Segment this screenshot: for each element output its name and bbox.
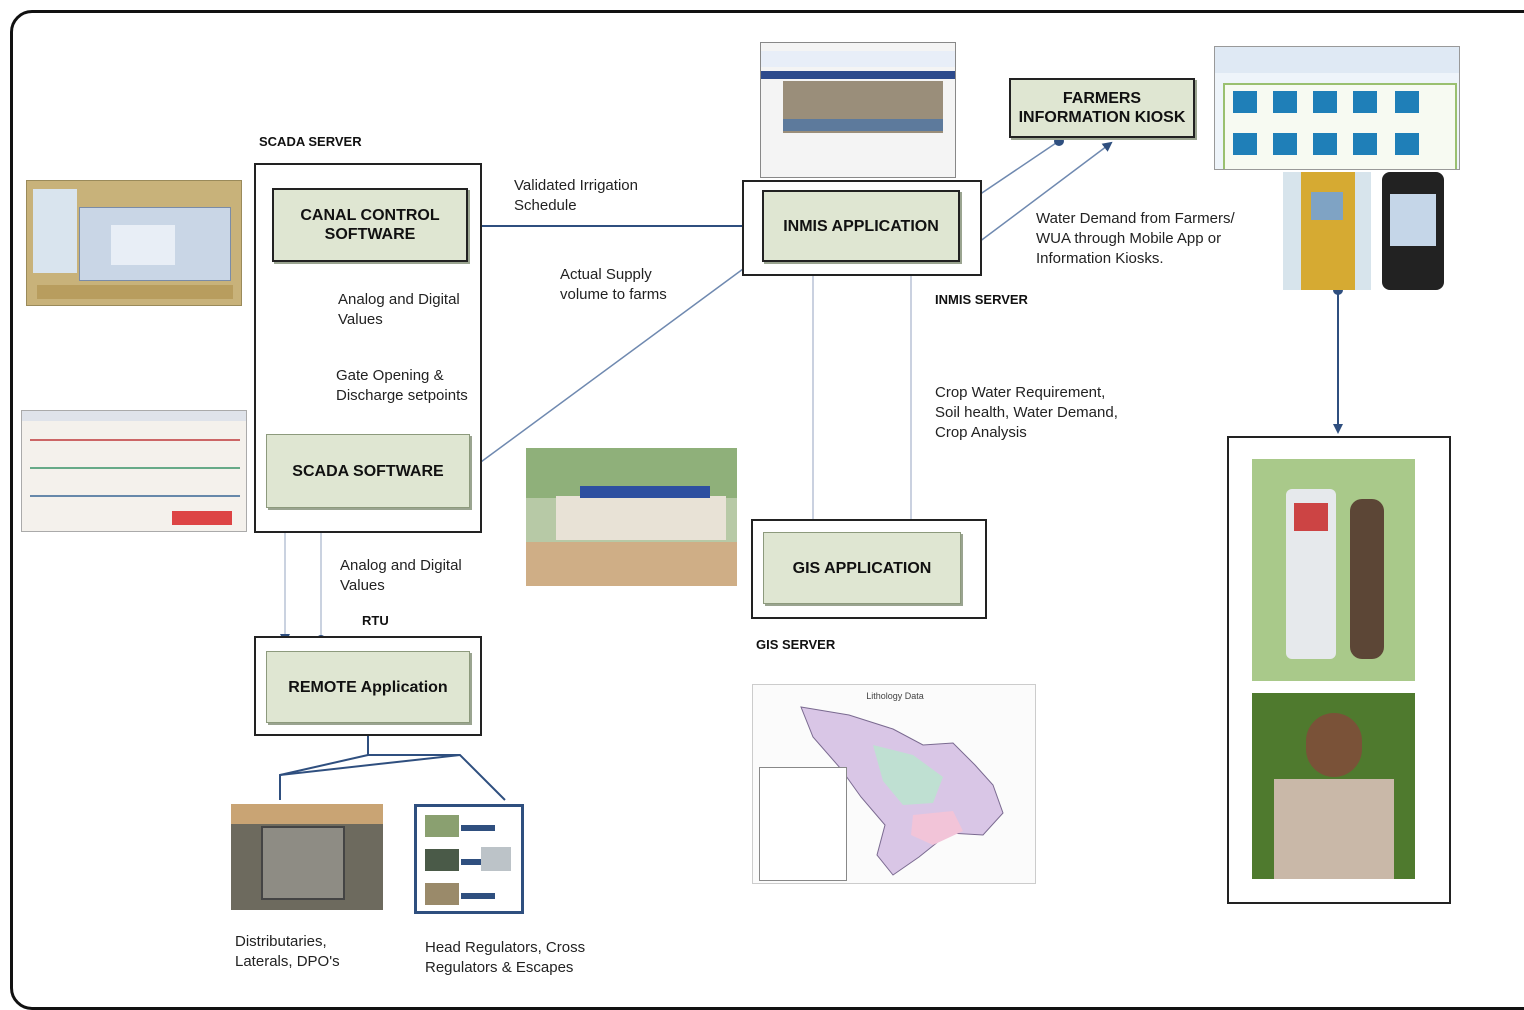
scada-screenshot — [21, 410, 247, 532]
farmer-kiosk-photo — [1252, 459, 1415, 681]
farmers-kiosk-label: FARMERS INFORMATION KIOSK — [1018, 90, 1186, 126]
analog-digital-bottom-label: Analog and Digital Values — [340, 557, 462, 594]
scada-software-label: SCADA SOFTWARE — [292, 462, 444, 480]
gis-application-label: GIS APPLICATION — [792, 559, 932, 577]
gate-opening-label: Gate Opening & Discharge setpoints — [336, 367, 468, 404]
distributary-rtu-photo — [231, 804, 383, 910]
distributaries-label: Distributaries, Laterals, DPO's — [235, 933, 340, 970]
map-title: Lithology Data — [866, 691, 924, 701]
remote-application[interactable]: REMOTE Application — [266, 651, 470, 723]
crop-water-label: Crop Water Requirement, Soil health, Wat… — [935, 384, 1118, 441]
gis-application[interactable]: GIS APPLICATION — [763, 532, 961, 604]
rtu-label: RTU — [362, 613, 389, 628]
lithology-map: Lithology Data — [752, 684, 1036, 884]
inmis-application[interactable]: INMIS APPLICATION — [762, 190, 960, 262]
scada-server-label: SCADA SERVER — [259, 134, 362, 149]
inmis-website-screenshot — [760, 42, 956, 178]
actual-supply-label: Actual Supply volume to farms — [560, 266, 667, 303]
validated-schedule-label: Validated Irrigation Schedule — [514, 177, 638, 214]
map-shape — [800, 706, 1004, 876]
control-room-photo — [526, 448, 737, 586]
kiosk-portal-screenshot — [1214, 46, 1460, 170]
canal-control-software[interactable]: CANAL CONTROL SOFTWARE — [272, 188, 468, 262]
canal-control-screenshot — [26, 180, 242, 306]
water-demand-label: Water Demand from Farmers/ WUA through M… — [1036, 210, 1235, 267]
analog-digital-top-label: Analog and Digital Values — [338, 291, 460, 328]
inmis-server-label: INMIS SERVER — [935, 292, 1028, 307]
mobile-phone-photo — [1382, 172, 1444, 290]
inmis-application-label: INMIS APPLICATION — [783, 217, 939, 235]
canal-control-label: CANAL CONTROL SOFTWARE — [300, 207, 440, 243]
scada-software[interactable]: SCADA SOFTWARE — [266, 434, 470, 508]
kiosk-machine-photo — [1283, 172, 1371, 290]
regulators-label: Head Regulators, Cross Regulators & Esca… — [425, 939, 586, 976]
gis-server-label: GIS SERVER — [756, 637, 836, 652]
regulators-photo-panel — [414, 804, 524, 914]
supply-arrow — [469, 253, 764, 471]
farmer-phone-photo — [1252, 693, 1415, 879]
remote-application-label: REMOTE Application — [288, 678, 448, 696]
farmers-information-kiosk[interactable]: FARMERS INFORMATION KIOSK — [1009, 78, 1195, 138]
